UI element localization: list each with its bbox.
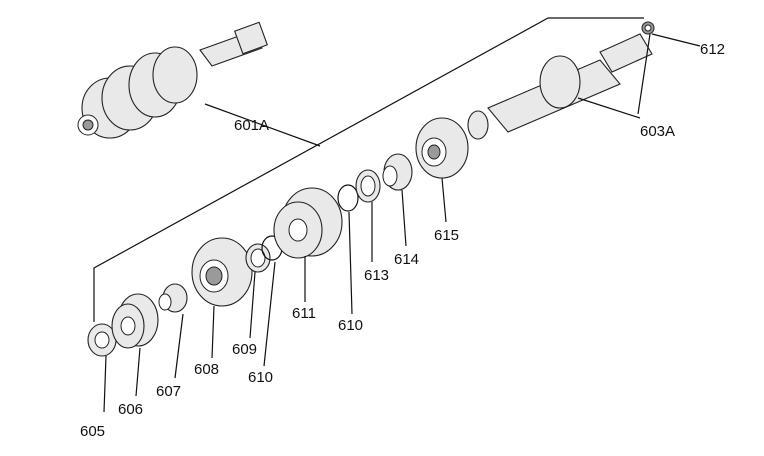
label-603a: 603A <box>640 123 675 140</box>
label-614: 614 <box>394 251 419 268</box>
label-610-b: 610 <box>338 317 363 334</box>
snap-ring-612 <box>641 21 655 35</box>
gear-606 <box>111 293 159 349</box>
label-613: 613 <box>364 267 389 284</box>
gear-608 <box>191 237 253 307</box>
needle-bearing-607 <box>158 283 188 313</box>
label-606: 606 <box>118 401 143 418</box>
main-shaft-603a <box>467 33 653 140</box>
label-607: 607 <box>156 383 181 400</box>
label-601a: 601A <box>234 117 269 134</box>
label-608: 608 <box>194 361 219 378</box>
label-615: 615 <box>434 227 459 244</box>
assembled-shaft-601a <box>77 21 269 139</box>
leader-603a-a <box>637 33 651 115</box>
washer-609 <box>245 243 271 273</box>
label-610-a: 610 <box>248 369 273 386</box>
gear-615 <box>415 117 469 179</box>
label-611: 611 <box>292 305 316 322</box>
bracket-line <box>93 17 644 322</box>
gear-611 <box>273 187 343 259</box>
needle-bearing-614 <box>382 153 413 191</box>
label-612: 612 <box>700 41 725 58</box>
washer-613 <box>355 169 381 203</box>
leader-601a <box>204 103 321 147</box>
washer-605 <box>87 323 117 357</box>
circlip-610-b <box>337 184 359 212</box>
label-609: 609 <box>232 341 257 358</box>
leader-603a-b <box>577 97 641 119</box>
label-605: 605 <box>80 423 105 440</box>
leader-612 <box>651 33 701 47</box>
